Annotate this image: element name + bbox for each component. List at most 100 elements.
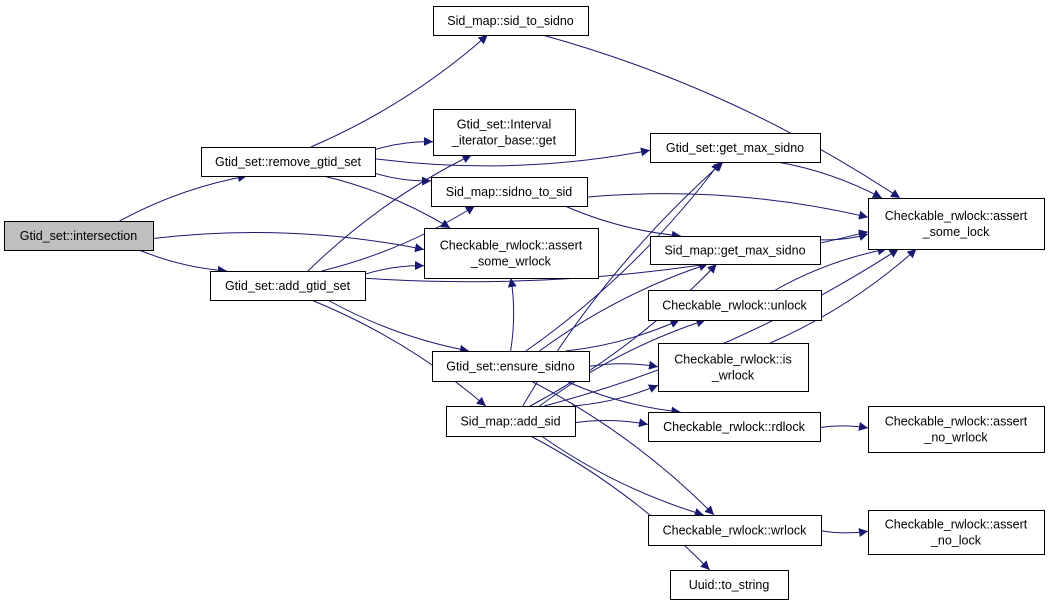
edge-intersection-to-assert-some-wrlock (152, 231, 425, 253)
node-box (424, 228, 599, 279)
edge-add-sid-to-to-string (530, 435, 710, 571)
edge-intersection-to-add-gtid-set (138, 249, 227, 275)
node-box (201, 147, 376, 177)
edge-unlock-to-assert-some-lock (775, 246, 887, 291)
node-gtid-set-interval-iterator-base-get[interactable]: Gtid_set::Interval_iterator_base::get (433, 109, 576, 156)
node-checkable-rwlock-rdlock[interactable]: Checkable_rwlock::rdlock (648, 412, 821, 442)
node-gtid-set-ensure-sidno[interactable]: Gtid_set::ensure_sidno (432, 351, 590, 382)
node-gtid-set-intersection[interactable]: Gtid_set::intersection (4, 221, 154, 251)
edge-add-sid-to-rdlock (574, 418, 649, 428)
node-label: Sid_map::add_sid (460, 415, 560, 429)
node-box (433, 109, 576, 156)
edge-add-sid-to-is-wrlock (572, 384, 659, 407)
edge-ensure-sidno-to-sidmap-get-max-sidno (539, 262, 709, 352)
edge-ensure-sidno-to-unlock (565, 319, 680, 352)
edge-sidno-to-sid-to-assert-some-lock (586, 193, 869, 220)
node-label: _iterator_base::get (451, 134, 557, 148)
node-label: Sid_map::sid_to_sidno (447, 14, 574, 28)
edge-add-gtid-set-to-sidno-to-sid (321, 205, 476, 272)
node-sid-map-sidno-to-sid[interactable]: Sid_map::sidno_to_sid (431, 177, 588, 207)
edge-ensure-sidno-to-is-wrlock (588, 360, 659, 370)
edge-add-gtid-set-to-ensure-sidno (327, 299, 469, 354)
node-box (446, 406, 576, 437)
edge-wrlock-to-assert-no-lock (820, 528, 869, 538)
node-box (670, 570, 789, 600)
node-box (868, 198, 1045, 250)
node-checkable-rwlock-assert-no-wrlock[interactable]: Checkable_rwlock::assert_no_wrlock (868, 406, 1045, 453)
edge-ensure-sidno-to-rdlock (565, 380, 681, 416)
node-box (868, 406, 1045, 453)
node-label: Checkable_rwlock::assert (440, 239, 583, 253)
node-box (650, 133, 821, 163)
edge-add-sid-to-unlock (539, 318, 706, 407)
node-label: Gtid_set::intersection (20, 229, 137, 243)
node-sid-map-sid-to-sidno[interactable]: Sid_map::sid_to_sidno (433, 6, 589, 36)
edge-rdlock-to-assert-no-wrlock (819, 422, 869, 431)
edge-remove-gtid-set-to-sidno-to-sid (374, 172, 432, 186)
edge-add-sid-to-sidmap-get-max-sidno (529, 263, 717, 407)
edge-add-gtid-set-to-assert-some-wrlock (364, 261, 425, 275)
node-box (4, 221, 154, 251)
node-box (648, 290, 822, 321)
node-box (432, 351, 590, 382)
node-gtid-set-get-max-sidno[interactable]: Gtid_set::get_max_sidno (650, 133, 821, 163)
node-label: Gtid_set::remove_gtid_set (215, 155, 361, 169)
edge-add-gtid-set-to-add-sid (311, 299, 487, 407)
node-gtid-set-remove-gtid-set[interactable]: Gtid_set::remove_gtid_set (201, 147, 376, 177)
node-label: Sid_map::get_max_sidno (664, 244, 805, 258)
edge-add-sid-to-wrlock (541, 435, 704, 517)
node-box (658, 343, 809, 392)
node-label: Gtid_set::ensure_sidno (446, 360, 575, 374)
node-label: Gtid_set::get_max_sidno (666, 141, 804, 155)
edge-sid-to-sidno-to-assert-some-lock (542, 34, 901, 199)
node-label: _some_wrlock (470, 255, 552, 269)
nodes-layer: Gtid_set::intersection Gtid_set::remove_g… (4, 6, 1045, 600)
edge-sidmap-get-max-sidno-to-assert-some-lock (819, 232, 869, 241)
node-label: Gtid_set::add_gtid_set (225, 279, 351, 293)
edge-intersection-to-remove-gtid-set (119, 173, 247, 222)
node-checkable-rwlock-wrlock[interactable]: Checkable_rwlock::wrlock (648, 515, 822, 546)
node-label: Sid_map::sidno_to_sid (446, 185, 573, 199)
node-sid-map-add-sid[interactable]: Sid_map::add_sid (446, 406, 576, 437)
node-box (868, 510, 1045, 555)
node-checkable-rwlock-assert-some-lock[interactable]: Checkable_rwlock::assert_some_lock (868, 198, 1045, 250)
node-label: _no_wrlock (923, 431, 988, 445)
node-gtid-set-add-gtid-set[interactable]: Gtid_set::add_gtid_set (210, 271, 366, 301)
edge-ensure-sidno-to-assert-some-wrlock (507, 277, 517, 352)
node-checkable-rwlock-is-wrlock[interactable]: Checkable_rwlock::is_wrlock (658, 343, 809, 392)
node-label: _wrlock (711, 369, 755, 383)
node-box (648, 515, 822, 546)
node-checkable-rwlock-unlock[interactable]: Checkable_rwlock::unlock (648, 290, 822, 321)
edge-remove-gtid-set-to-gtid-get-max-sidno (374, 147, 651, 167)
node-label: Gtid_set::Interval (457, 118, 552, 132)
node-label: _some_lock (922, 225, 990, 239)
node-label: Checkable_rwlock::assert (885, 209, 1028, 223)
node-checkable-rwlock-assert-no-lock[interactable]: Checkable_rwlock::assert_no_lock (868, 510, 1045, 555)
node-label: Checkable_rwlock::unlock (662, 299, 807, 313)
node-checkable-rwlock-assert-some-wrlock[interactable]: Checkable_rwlock::assert_some_wrlock (424, 228, 599, 279)
node-box (650, 236, 821, 265)
node-label: Checkable_rwlock::rdlock (663, 420, 805, 434)
edge-sidno-to-sid-to-sidmap-get-max-sidno (564, 205, 681, 240)
edge-remove-gtid-set-to-assert-some-wrlock (323, 175, 451, 229)
node-label: Checkable_rwlock::assert (885, 415, 1028, 429)
edge-remove-gtid-set-to-sid-to-sidno (310, 34, 488, 148)
node-box (431, 177, 588, 207)
node-box (210, 271, 366, 301)
edge-add-sid-to-assert-some-lock (544, 248, 899, 407)
node-sid-map-get-max-sidno[interactable]: Sid_map::get_max_sidno (650, 236, 821, 265)
edge-add-gtid-set-to-interval-get (307, 154, 472, 272)
node-label: Uuid::to_string (689, 578, 770, 592)
node-label: Checkable_rwlock::assert (885, 518, 1028, 532)
node-label: Checkable_rwlock::is (674, 353, 791, 367)
node-label: Checkable_rwlock::wrlock (663, 524, 808, 538)
edge-is-wrlock-to-assert-some-lock (770, 248, 917, 344)
edge-ensure-sidno-to-gtid-get-max-sidno (525, 161, 721, 352)
node-label: _no_lock (930, 534, 982, 548)
node-box (433, 6, 589, 36)
edge-remove-gtid-set-to-interval-get (374, 136, 434, 151)
node-uuid-to-string[interactable]: Uuid::to_string (670, 570, 789, 600)
node-box (648, 412, 821, 442)
edge-gtid-get-max-sidno-to-assert-some-lock (777, 161, 883, 199)
